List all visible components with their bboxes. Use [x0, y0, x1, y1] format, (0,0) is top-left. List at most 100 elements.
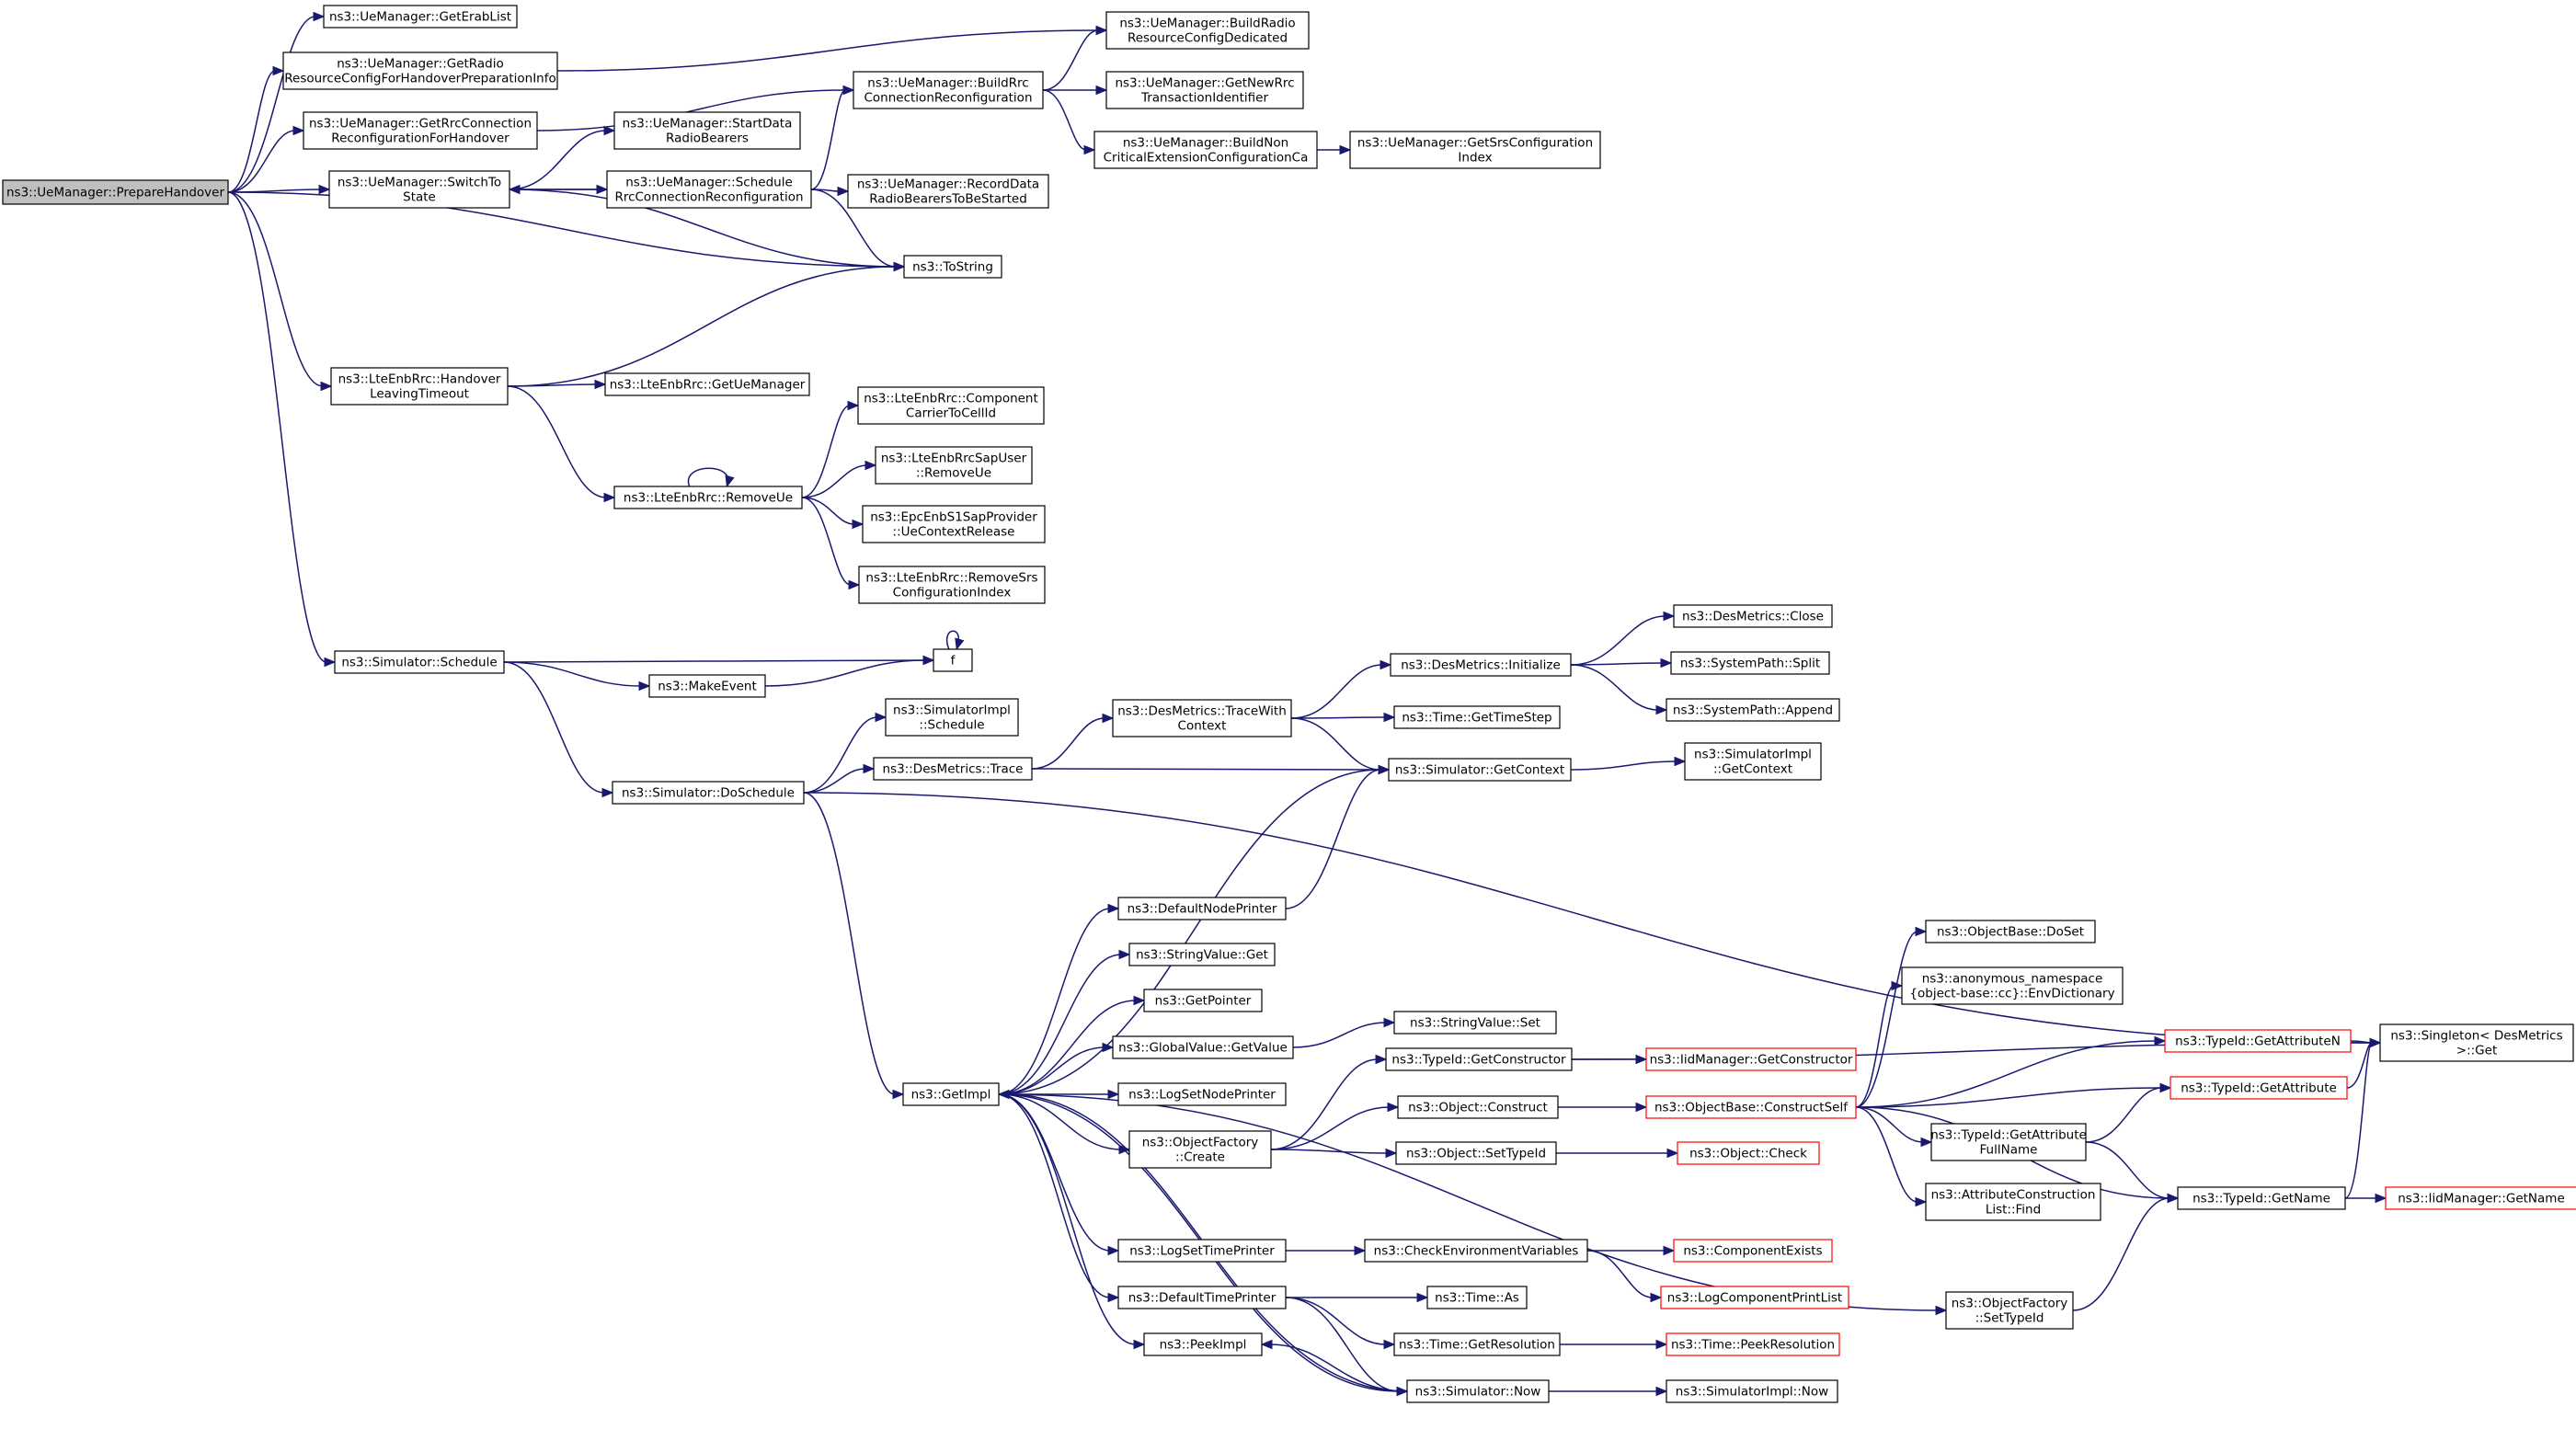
node-schedule-rrc[interactable]: ns3::UeManager::ScheduleRrcConnectionRec… — [606, 170, 812, 209]
node-label: ConfigurationIndex — [893, 586, 1012, 600]
node-remove-srs[interactable]: ns3::LteEnbRrc::RemoveSrsConfigurationIn… — [858, 566, 1046, 604]
node-get-pointer[interactable]: ns3::GetPointer — [1143, 989, 1263, 1012]
edge-line — [2344, 1042, 2373, 1199]
node-get-impl[interactable]: ns3::GetImpl — [902, 1082, 1000, 1106]
node-make-event[interactable]: ns3::MakeEvent — [648, 674, 766, 698]
node-time-as[interactable]: ns3::Time::As — [1426, 1286, 1528, 1309]
node-env-dictionary[interactable]: ns3::anonymous_namespace{object-base::cc… — [1901, 966, 2124, 1005]
node-object-check[interactable]: ns3::Object::Check — [1677, 1141, 1820, 1165]
node-simimpl-now[interactable]: ns3::SimulatorImpl::Now — [1666, 1379, 1838, 1403]
node-singleton-get[interactable]: ns3::Singleton< DesMetrics>::Get — [2379, 1023, 2574, 1062]
node-iidmgr-getname[interactable]: ns3::IidManager::GetName — [2385, 1186, 2576, 1210]
node-get-erab-list[interactable]: ns3::UeManager::GetErabList — [323, 5, 518, 29]
node-box — [1393, 1011, 1557, 1035]
node-to-string[interactable]: ns3::ToString — [903, 255, 1002, 279]
node-sap-remove-ue[interactable]: ns3::LteEnbRrcSapUser::RemoveUe — [875, 446, 1033, 485]
node-do-schedule[interactable]: ns3::Simulator::DoSchedule — [612, 781, 805, 805]
node-typeid-getattrn[interactable]: ns3::TypeId::GetAttributeN — [2164, 1029, 2352, 1053]
edge-line — [998, 1093, 1137, 1345]
node-get-rrc-conn-ho[interactable]: ns3::UeManager::GetRrcConnectionReconfig… — [303, 111, 538, 150]
node-default-node-printer[interactable]: ns3::DefaultNodePrinter — [1117, 897, 1287, 920]
node-sp-append[interactable]: ns3::SystemPath::Append — [1666, 698, 1840, 722]
node-log-set-node-printer[interactable]: ns3::LogSetNodePrinter — [1117, 1082, 1287, 1106]
node-build-radio-rcd[interactable]: ns3::UeManager::BuildRadioResourceConfig… — [1105, 11, 1310, 50]
node-iidmgr-getctor[interactable]: ns3::IidManager::GetConstructor — [1645, 1047, 1857, 1071]
node-check-env-vars[interactable]: ns3::CheckEnvironmentVariables — [1364, 1239, 1588, 1263]
edge-get-impl-to-globalvalue-get — [998, 1042, 1115, 1095]
edge-line — [1270, 1106, 1391, 1150]
edge-line — [998, 1093, 1939, 1311]
edge-object-settypeid-to-object-check — [1556, 1148, 1679, 1159]
node-label: ns3::LogSetNodePrinter — [1128, 1088, 1276, 1103]
node-typeid-getctor[interactable]: ns3::TypeId::GetConstructor — [1385, 1047, 1573, 1071]
edge-prepare-handover-to-handover-leaving — [227, 191, 333, 392]
node-des-init[interactable]: ns3::DesMetrics::Initialize — [1390, 653, 1572, 677]
node-get-new-rrc-tid[interactable]: ns3::UeManager::GetNewRrcTransactionIden… — [1105, 71, 1304, 109]
node-sim-now[interactable]: ns3::Simulator::Now — [1406, 1379, 1550, 1403]
node-time-getres[interactable]: ns3::Time::GetResolution — [1393, 1332, 1561, 1356]
edge-line — [1031, 768, 1381, 771]
node-label: ns3::Object::Construct — [1408, 1101, 1548, 1115]
node-stringvalue-get[interactable]: ns3::StringValue::Get — [1128, 943, 1276, 966]
node-simimpl-getctx[interactable]: ns3::SimulatorImpl::GetContext — [1684, 742, 1822, 781]
edge-line — [810, 89, 846, 190]
node-default-time-printer[interactable]: ns3::DefaultTimePrinter — [1117, 1286, 1287, 1309]
node-prepare-handover[interactable]: ns3::UeManager::PrepareHandover — [2, 179, 229, 205]
node-object-construct[interactable]: ns3::Object::Construct — [1397, 1095, 1559, 1119]
node-objbase-constructself[interactable]: ns3::ObjectBase::ConstructSelf — [1645, 1095, 1857, 1119]
edge-get-impl-to-default-node-printer — [998, 903, 1120, 1095]
node-sim-schedule[interactable]: ns3::Simulator::Schedule — [334, 650, 505, 674]
node-ue-ctx-release[interactable]: ns3::EpcEnbS1SapProvider::UeContextRelea… — [862, 505, 1046, 543]
node-des-close[interactable]: ns3::DesMetrics::Close — [1673, 604, 1833, 628]
node-sim-getctx[interactable]: ns3::Simulator::GetContext — [1388, 758, 1572, 782]
edge-arrowhead — [320, 381, 333, 392]
node-typeid-getname[interactable]: ns3::TypeId::GetName — [2177, 1186, 2346, 1210]
edge-arrowhead — [1095, 25, 1108, 36]
node-log-component-print-list[interactable]: ns3::LogComponentPrintList — [1660, 1286, 1849, 1309]
node-build-rrc-conn[interactable]: ns3::UeManager::BuildRrcConnectionReconf… — [853, 71, 1044, 109]
node-label: ns3::CheckEnvironmentVariables — [1374, 1244, 1579, 1259]
node-des-trace[interactable]: ns3::DesMetrics::Trace — [873, 757, 1033, 781]
node-typeid-getattr[interactable]: ns3::TypeId::GetAttribute — [2170, 1076, 2348, 1100]
node-peek-impl[interactable]: ns3::PeekImpl — [1143, 1332, 1263, 1356]
node-stringvalue-set[interactable]: ns3::StringValue::Set — [1393, 1011, 1557, 1035]
edge-check-env-vars-to-component-exists — [1587, 1245, 1676, 1256]
edge-arrowhead — [594, 379, 607, 390]
node-time-peekres[interactable]: ns3::Time::PeekResolution — [1666, 1332, 1840, 1356]
node-label: RadioBearersToBeStarted — [869, 192, 1027, 207]
node-simimpl-schedule[interactable]: ns3::SimulatorImpl::Schedule — [885, 698, 1019, 737]
edge-sim-now-to-peek-impl — [1260, 1339, 1408, 1392]
edge-des-init-to-des-close — [1570, 611, 1676, 666]
node-sp-split[interactable]: ns3::SystemPath::Split — [1670, 651, 1830, 675]
node-component-exists[interactable]: ns3::ComponentExists — [1673, 1239, 1833, 1263]
node-build-non-crit[interactable]: ns3::UeManager::BuildNonCriticalExtensio… — [1093, 131, 1318, 169]
node-get-radio-rc-ho[interactable]: ns3::UeManager::GetRadioResourceConfigFo… — [282, 51, 558, 90]
node-box — [1128, 1130, 1272, 1169]
edge-line — [536, 89, 846, 131]
node-box — [1143, 989, 1263, 1012]
node-globalvalue-get[interactable]: ns3::GlobalValue::GetValue — [1112, 1035, 1294, 1059]
node-objbase-doset[interactable]: ns3::ObjectBase::DoSet — [1925, 920, 2096, 943]
node-objfactory-settypeid[interactable]: ns3::ObjectFactory::SetTypeId — [1945, 1291, 2074, 1330]
edge-remove-ue-to-remove-ue — [687, 467, 735, 488]
node-log-set-time-printer[interactable]: ns3::LogSetTimePrinter — [1117, 1239, 1287, 1263]
edge-sim-now-to-simimpl-now — [1548, 1386, 1668, 1397]
edge-line — [503, 659, 926, 663]
node-remove-ue[interactable]: ns3::LteEnbRrc::RemoveUe — [613, 486, 803, 509]
node-time-getstep[interactable]: ns3::Time::GetTimeStep — [1393, 705, 1561, 729]
node-record-data-rb[interactable]: ns3::UeManager::RecordDataRadioBearersTo… — [847, 174, 1049, 209]
edge-des-init-to-sp-split — [1570, 657, 1673, 669]
node-label: ns3::UeManager::SwitchTo — [338, 176, 501, 190]
node-get-ue-manager[interactable]: ns3::LteEnbRrc::GetUeManager — [604, 372, 810, 396]
node-f[interactable]: f — [933, 648, 973, 672]
node-object-settypeid[interactable]: ns3::Object::SetTypeId — [1395, 1141, 1557, 1165]
node-objfactory-create[interactable]: ns3::ObjectFactory::Create — [1128, 1130, 1272, 1169]
